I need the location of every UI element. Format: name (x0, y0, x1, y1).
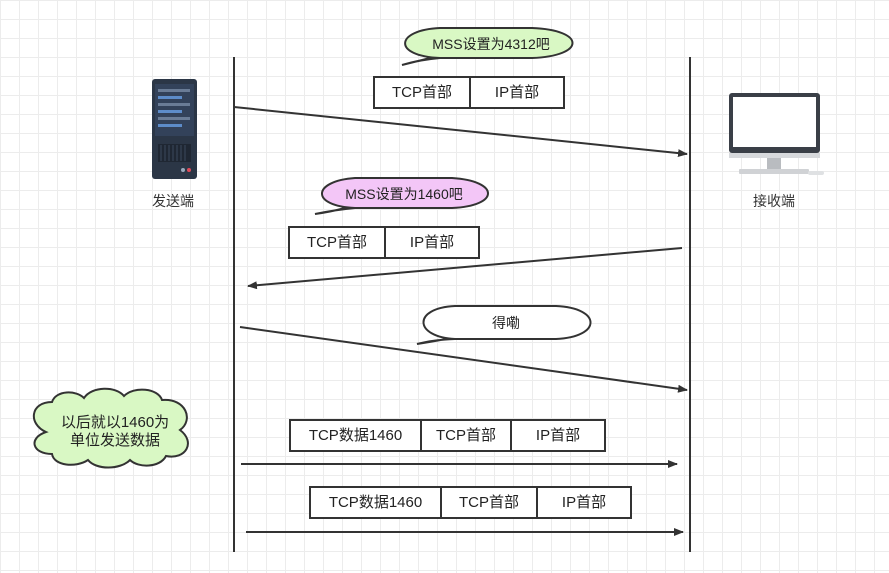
receiver-label: 接收端 (753, 193, 795, 209)
arrow-syn (233, 106, 688, 158)
callout-text-mss-4312: MSS设置为4312吧 (432, 36, 550, 52)
server-icon (152, 79, 197, 179)
segment-tcp-data: TCP数据1460 (289, 419, 422, 452)
callout-mss-4312 (401, 27, 574, 66)
segment-ip-header: IP首部 (510, 419, 606, 452)
segment-ip-header: IP首部 (536, 486, 632, 519)
note-text: 以后就以1460为 单位发送数据 (40, 406, 190, 458)
callout-text-ok: 得嘞 (492, 315, 520, 331)
callout-mss-1460 (314, 177, 489, 215)
packet-syn-ack: TCP首部 IP首部 (288, 226, 480, 259)
note-line-1: 以后就以1460为 (60, 414, 170, 431)
packet-data-1: TCP数据1460 TCP首部 IP首部 (289, 419, 606, 452)
segment-tcp-data: TCP数据1460 (309, 486, 442, 519)
segment-tcp-header: TCP首部 (420, 419, 512, 452)
segment-ip-header: IP首部 (469, 76, 565, 109)
arrow-syn-ack (247, 247, 683, 290)
arrow-ack (239, 326, 688, 393)
segment-tcp-header: TCP首部 (373, 76, 471, 109)
segment-tcp-header: TCP首部 (440, 486, 538, 519)
monitor-icon (729, 93, 824, 175)
packet-data-2: TCP数据1460 TCP首部 IP首部 (309, 486, 632, 519)
callout-text-mss-1460: MSS设置为1460吧 (345, 186, 463, 202)
note-line-2: 单位发送数据 (69, 432, 160, 449)
packet-syn: TCP首部 IP首部 (373, 76, 565, 109)
callout-ok (416, 305, 592, 345)
cloud-note (33, 387, 189, 469)
sender-label: 发送端 (152, 193, 194, 209)
segment-ip-header: IP首部 (384, 226, 480, 259)
segment-tcp-header: TCP首部 (288, 226, 386, 259)
